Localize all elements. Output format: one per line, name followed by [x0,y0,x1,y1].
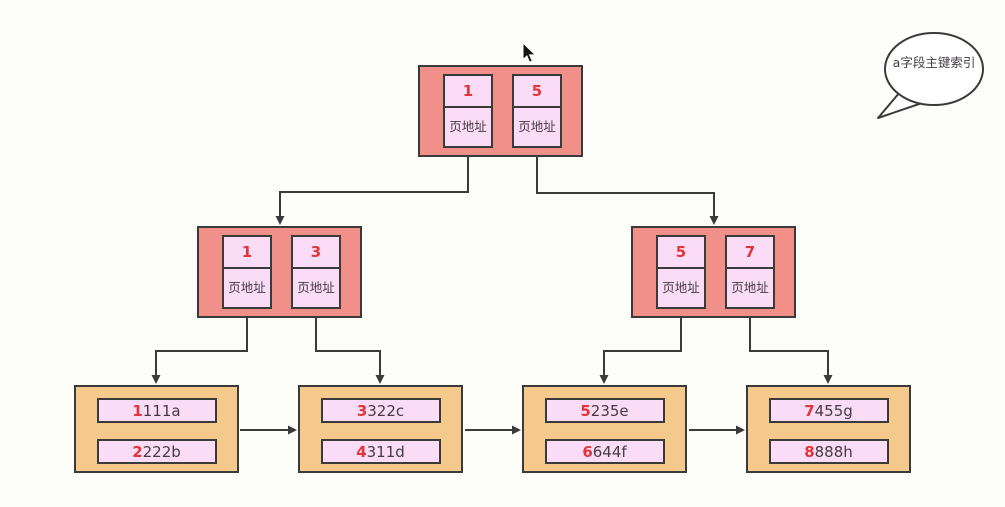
edge-root-to-right [536,157,719,225]
edge-right-to-leaf3 [599,318,682,384]
record-key: 4 [356,442,367,461]
page-address-label: 页地址 [449,119,487,135]
mouse-cursor-icon [522,43,537,63]
edge-left-to-leaf2 [315,318,385,384]
key-value: 1 [224,237,270,269]
record-value: 222b [142,442,181,461]
page-address-label: 页地址 [228,280,266,296]
record-value: 644f [592,442,627,461]
key-cell: 1 页地址 [222,235,272,309]
key-cell: 5 页地址 [512,74,562,148]
record-key: 6 [582,442,593,461]
key-value: 1 [445,76,491,108]
record-value: 455g [814,401,853,420]
edge-right-to-leaf4 [749,318,833,384]
key-cell: 1 页地址 [443,74,493,148]
key-cell: 7 页地址 [725,235,775,309]
internal-node-left[interactable]: 1 页地址 3 页地址 [197,226,362,318]
key-cell: 5 页地址 [656,235,706,309]
record-key: 1 [132,401,143,420]
page-address-label: 页地址 [518,119,556,135]
record-value: 111a [142,401,181,420]
record-key: 2 [132,442,143,461]
record-key: 5 [580,401,591,420]
record-value: 235e [590,401,629,420]
annotation-bubble[interactable]: a字段主键索引 [868,24,1004,134]
page-address-label: 页地址 [731,280,769,296]
internal-node-right[interactable]: 5 页地址 7 页地址 [631,226,796,318]
record-key: 3 [356,401,368,420]
record-key: 7 [804,401,815,420]
speech-bubble-shape [877,32,984,119]
record-value: 888h [814,442,853,461]
record-key: 8 [804,442,815,461]
key-value: 3 [293,237,339,269]
record-value: 322c [367,401,405,420]
root-node[interactable]: 1 页地址 5 页地址 [418,65,583,157]
key-value: 5 [658,237,704,269]
bubble-label: a字段主键索引 [892,55,976,70]
page-address-label: 页地址 [297,280,335,296]
record-value: 311d [366,442,405,461]
key-value: 7 [727,237,773,269]
key-cell: 3 页地址 [291,235,341,309]
key-value: 5 [514,76,560,108]
page-address-label: 页地址 [662,280,700,296]
edge-root-to-left [275,157,469,225]
edge-left-to-leaf1 [151,318,248,384]
